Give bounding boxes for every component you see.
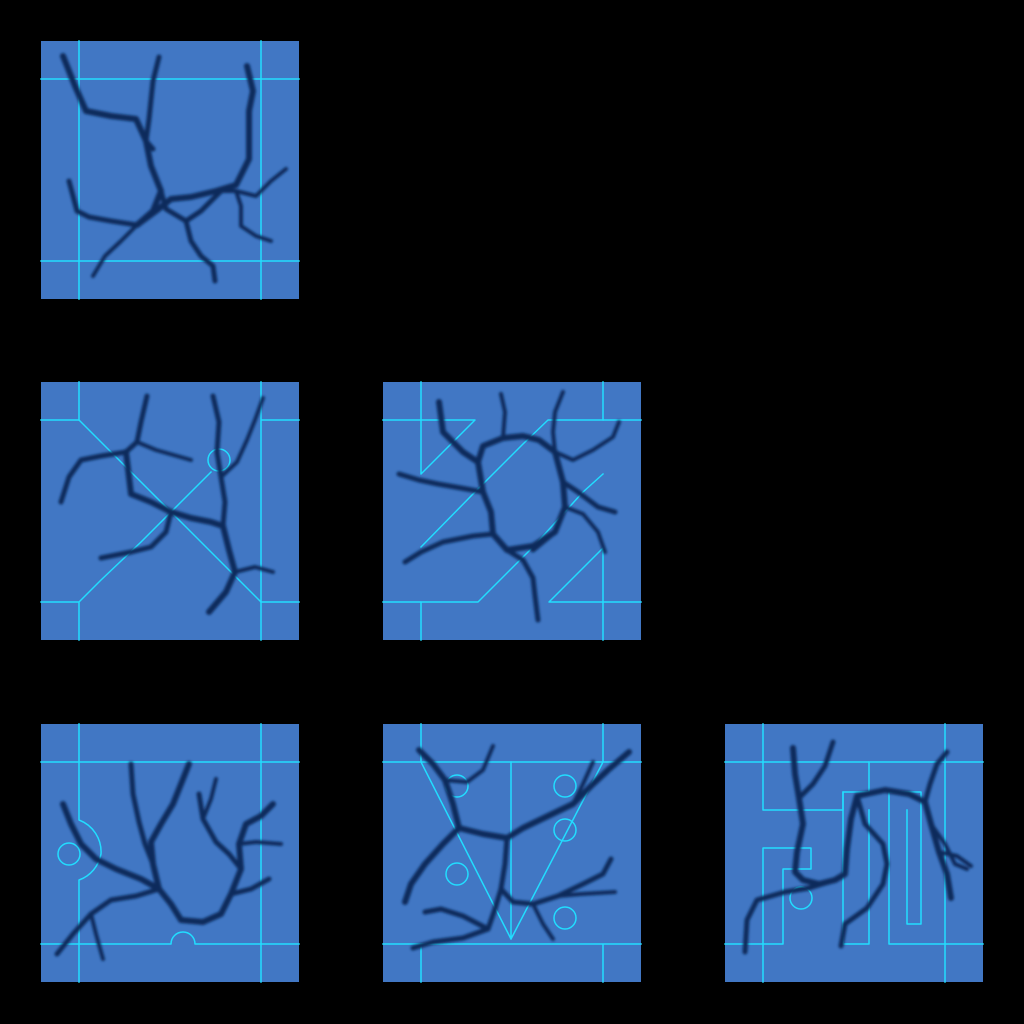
tile-1[interactable] bbox=[40, 40, 300, 300]
tile-3-base bbox=[383, 382, 641, 640]
tile-3[interactable] bbox=[382, 381, 642, 641]
tile-4-circuit-lines bbox=[40, 723, 300, 983]
tile-1-base bbox=[41, 41, 299, 299]
tile-2[interactable] bbox=[40, 381, 300, 641]
tile-2-circuit-lines bbox=[40, 381, 300, 641]
tile-1-crack bbox=[60, 53, 288, 284]
tile-5-node-circles bbox=[445, 774, 577, 930]
tile-3-crack bbox=[396, 390, 621, 623]
tile-5-node-4 bbox=[445, 862, 469, 886]
tile-5-node-3 bbox=[553, 818, 577, 842]
tile-4-base bbox=[41, 724, 299, 982]
tile-4-node-circle bbox=[57, 842, 81, 866]
tile-5-node-5 bbox=[553, 906, 577, 930]
tile-5[interactable] bbox=[382, 723, 642, 983]
tile-4-crack bbox=[54, 761, 283, 961]
tile-6-crack bbox=[742, 739, 973, 955]
tile-6[interactable] bbox=[724, 723, 984, 983]
tile-5-crack bbox=[402, 744, 632, 951]
tile-4[interactable] bbox=[40, 723, 300, 983]
tile-2-crack bbox=[58, 393, 275, 615]
tile-5-node-2 bbox=[553, 774, 577, 798]
tile-1-circuit-lines bbox=[40, 40, 300, 300]
tile-5-base bbox=[383, 724, 641, 982]
